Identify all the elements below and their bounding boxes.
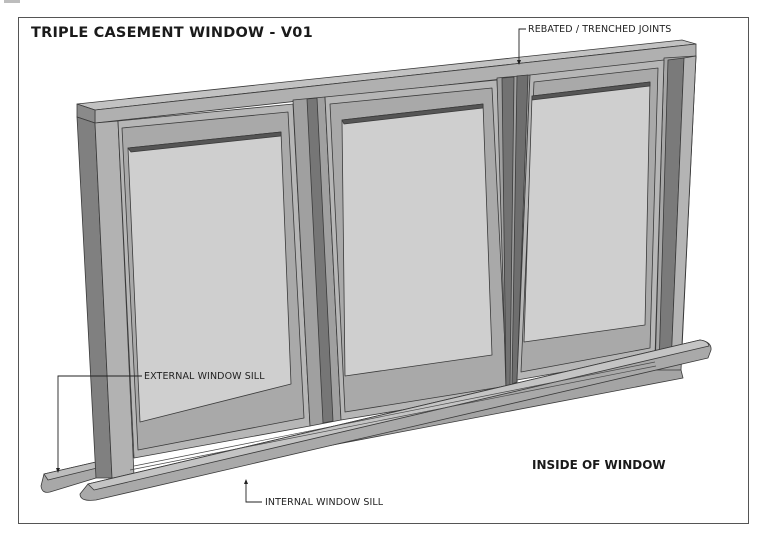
mullion-2 <box>496 74 531 391</box>
leader-external <box>57 375 142 470</box>
callout-internal-sill: INTERNAL WINDOW SILL <box>265 497 384 508</box>
sash-1 <box>117 103 311 459</box>
sash-3 <box>516 59 665 381</box>
glass-pane-3 <box>523 81 651 343</box>
view-note: INSIDE OF WINDOW <box>532 458 666 472</box>
callout-external-sill: EXTERNAL WINDOW SILL <box>144 371 265 382</box>
glass-pane-2 <box>341 103 493 377</box>
sash-2 <box>324 79 513 421</box>
leader-rebated <box>518 28 526 62</box>
drawing-title: TRIPLE CASEMENT WINDOW - V01 <box>31 25 313 41</box>
leader-internal <box>245 482 262 503</box>
external-sill <box>40 461 98 493</box>
sill-grooves <box>129 361 657 471</box>
corner-mark <box>4 0 20 3</box>
internal-sill <box>79 339 712 501</box>
callout-rebated-joints: REBATED / TRENCHED JOINTS <box>528 24 672 35</box>
